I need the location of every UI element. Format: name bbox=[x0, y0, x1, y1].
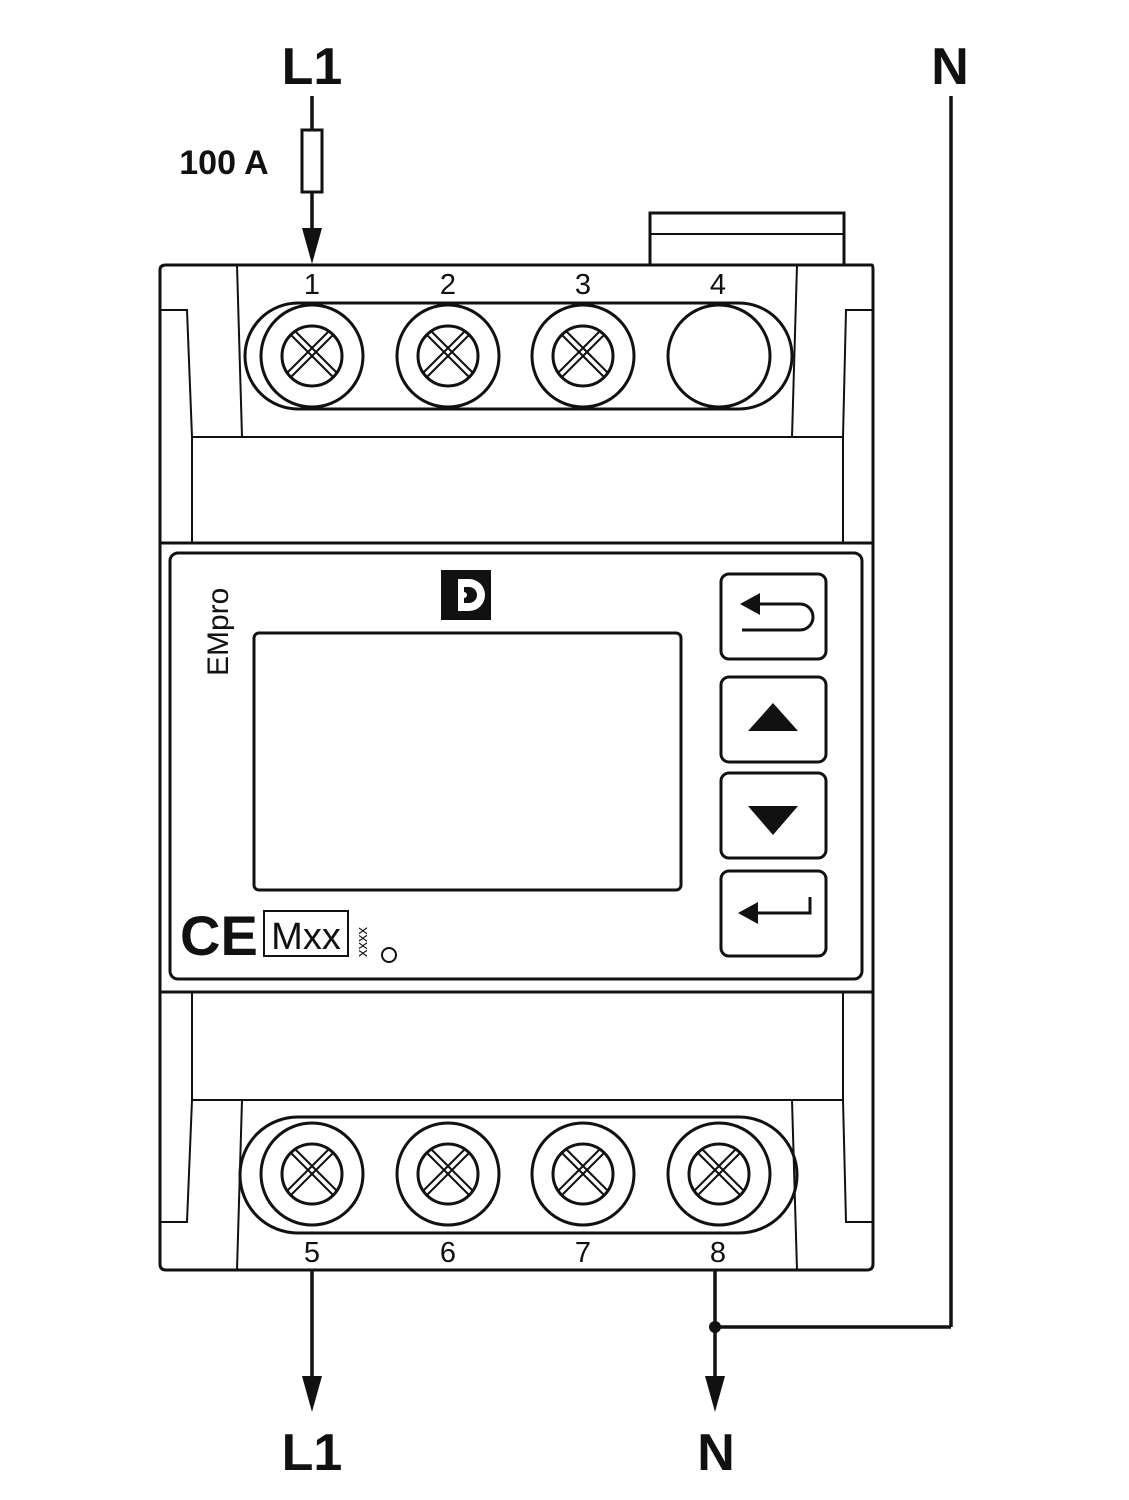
terminal-screw-8 bbox=[666, 1121, 772, 1227]
label-n-top: N bbox=[931, 38, 969, 96]
terminal-number-7: 7 bbox=[575, 1237, 591, 1269]
terminal-screw-4-empty bbox=[666, 303, 772, 409]
arrow-down-icon bbox=[748, 806, 798, 835]
front-panel bbox=[168, 551, 864, 981]
brand-label: EMpro bbox=[202, 588, 235, 676]
back-icon bbox=[740, 593, 815, 632]
back-button[interactable] bbox=[719, 572, 828, 661]
status-led bbox=[381, 947, 397, 963]
top-terminal-strip bbox=[243, 301, 794, 411]
terminal-number-4: 4 bbox=[710, 269, 726, 301]
terminal-screw-1 bbox=[259, 303, 365, 409]
terminal-number-5: 5 bbox=[304, 1237, 320, 1269]
top-connector-cap bbox=[648, 211, 846, 267]
label-l1-bottom: L1 bbox=[282, 1424, 343, 1482]
enter-icon bbox=[738, 897, 812, 924]
phoenix-logo-icon bbox=[441, 570, 491, 620]
terminal-screw-6 bbox=[395, 1121, 501, 1227]
meter-housing bbox=[158, 263, 875, 1272]
terminal-screw-7 bbox=[530, 1121, 636, 1227]
terminal-screw-2 bbox=[395, 303, 501, 409]
metrology-box bbox=[263, 910, 349, 957]
terminal-number-8: 8 bbox=[710, 1237, 726, 1269]
arrow-n-out-icon bbox=[705, 1376, 725, 1412]
arrow-l1-out-icon bbox=[302, 1376, 322, 1412]
label-l1-top: L1 bbox=[282, 38, 343, 96]
down-button[interactable] bbox=[719, 771, 828, 860]
terminal-screw-5 bbox=[259, 1121, 365, 1227]
fuse-symbol bbox=[300, 128, 324, 194]
ce-mark: CE bbox=[180, 904, 258, 967]
arrow-l1-in-icon bbox=[302, 228, 322, 264]
terminal-number-1: 1 bbox=[304, 269, 320, 301]
terminal-number-3: 3 bbox=[575, 269, 591, 301]
bottom-terminal-strip bbox=[238, 1115, 799, 1235]
arrow-up-icon bbox=[748, 703, 798, 731]
terminal-number-6: 6 bbox=[440, 1237, 456, 1269]
enter-button[interactable] bbox=[719, 869, 828, 958]
label-fuse-rating: 100 A bbox=[179, 144, 268, 182]
terminal-number-2: 2 bbox=[440, 269, 456, 301]
lcd-display bbox=[252, 631, 683, 892]
terminal-screw-3 bbox=[530, 303, 636, 409]
metrology-year: xxxx bbox=[354, 927, 371, 958]
up-button[interactable] bbox=[719, 675, 828, 764]
label-n-bottom: N bbox=[697, 1424, 735, 1482]
metrology-mark: Mxx bbox=[271, 916, 341, 958]
